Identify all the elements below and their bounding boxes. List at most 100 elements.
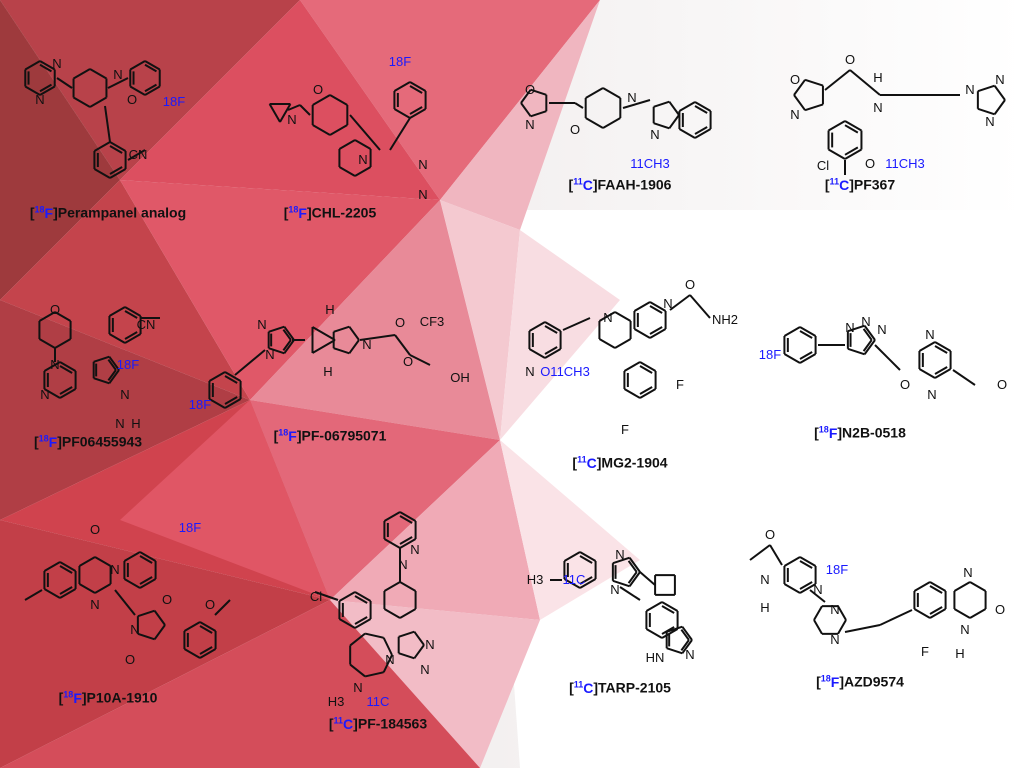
bond bbox=[627, 560, 638, 573]
bond bbox=[59, 388, 77, 399]
bond bbox=[93, 141, 111, 152]
isotope: 11C bbox=[577, 454, 597, 471]
atom-label: N bbox=[685, 647, 694, 662]
atom-label: N bbox=[925, 327, 934, 342]
bond bbox=[312, 124, 331, 136]
bond bbox=[129, 85, 146, 96]
bond bbox=[929, 608, 947, 619]
bond bbox=[544, 321, 562, 332]
bond bbox=[585, 87, 604, 99]
bond bbox=[287, 104, 301, 111]
bg-triangle bbox=[0, 600, 480, 768]
bond bbox=[799, 581, 813, 590]
isotope-element: F bbox=[73, 689, 82, 706]
bond bbox=[59, 586, 73, 595]
bond bbox=[694, 105, 708, 114]
bond bbox=[144, 83, 157, 93]
bond bbox=[59, 361, 77, 372]
bg-triangle bbox=[0, 300, 250, 520]
bond bbox=[333, 325, 350, 333]
bond bbox=[24, 85, 41, 96]
atom-label: N bbox=[760, 572, 769, 587]
bond bbox=[653, 122, 670, 130]
bond bbox=[849, 69, 881, 96]
isotope: 18F bbox=[63, 689, 82, 706]
compound-name: PF367 bbox=[853, 176, 896, 193]
bond bbox=[137, 632, 155, 641]
bond bbox=[598, 338, 616, 349]
atom-label: N bbox=[358, 152, 367, 167]
atom-label: H bbox=[873, 70, 882, 85]
bond bbox=[844, 120, 862, 132]
atom-label: N bbox=[90, 597, 99, 612]
bond bbox=[144, 85, 161, 96]
isotope: 18F bbox=[288, 204, 307, 221]
bond bbox=[530, 110, 547, 118]
bond bbox=[364, 671, 384, 678]
bond bbox=[614, 338, 632, 349]
bond bbox=[224, 371, 242, 382]
atom-label: N bbox=[110, 562, 119, 577]
atom-label: N bbox=[113, 67, 122, 82]
bond bbox=[234, 349, 266, 376]
isotope-mass: 11 bbox=[829, 176, 840, 186]
bond bbox=[109, 141, 127, 152]
bond bbox=[399, 536, 413, 545]
compound-label: [11C]FAAH-1906 bbox=[568, 176, 672, 193]
bond bbox=[139, 578, 157, 589]
bond bbox=[579, 551, 597, 562]
bond bbox=[208, 398, 226, 409]
bond bbox=[108, 333, 126, 344]
bond bbox=[783, 583, 801, 594]
bond bbox=[123, 551, 141, 562]
bond bbox=[107, 77, 129, 89]
atom-label: O bbox=[403, 354, 413, 369]
bond bbox=[144, 63, 157, 73]
bond bbox=[124, 333, 142, 344]
atom-label: O bbox=[50, 302, 60, 317]
compound-label: [11C]PF367 bbox=[824, 176, 896, 193]
isotope-mass: 11 bbox=[333, 715, 344, 725]
atom-label: N bbox=[420, 662, 429, 677]
compound-label: [11C]PF-184563 bbox=[328, 715, 428, 732]
bond bbox=[398, 652, 415, 660]
atom-label: N bbox=[830, 632, 839, 647]
bond bbox=[283, 326, 295, 341]
bond bbox=[124, 306, 142, 317]
atom-label: O bbox=[570, 122, 580, 137]
atom-label: NH2 bbox=[712, 312, 738, 327]
atom-label: N bbox=[35, 92, 44, 107]
compound-name: Perampanel analog bbox=[57, 204, 187, 221]
bond bbox=[934, 341, 952, 352]
bond bbox=[56, 77, 73, 89]
bond bbox=[828, 148, 846, 160]
atom-label: N bbox=[40, 387, 49, 402]
bond bbox=[993, 85, 1006, 101]
bond bbox=[622, 99, 651, 109]
bond bbox=[78, 556, 96, 567]
compound-label: [18F]PF-06795071 bbox=[273, 427, 387, 444]
isotope-mass: 18 bbox=[820, 673, 831, 683]
atom-label: OH bbox=[450, 370, 470, 385]
bond bbox=[793, 94, 806, 111]
bond bbox=[574, 102, 584, 109]
bond bbox=[530, 88, 547, 96]
bond bbox=[863, 339, 876, 355]
bond bbox=[799, 330, 813, 339]
atom-label: O bbox=[997, 377, 1007, 392]
bond bbox=[813, 605, 823, 621]
isotope-element: C bbox=[583, 679, 594, 696]
atom-label: F bbox=[676, 377, 684, 392]
bond bbox=[129, 60, 146, 71]
atom-label: N bbox=[877, 322, 886, 337]
bond bbox=[623, 388, 641, 399]
bond bbox=[678, 128, 696, 139]
isotope-mass: 11 bbox=[573, 679, 584, 689]
bond bbox=[338, 139, 356, 150]
atom-label: O bbox=[125, 652, 135, 667]
bond bbox=[282, 329, 292, 341]
